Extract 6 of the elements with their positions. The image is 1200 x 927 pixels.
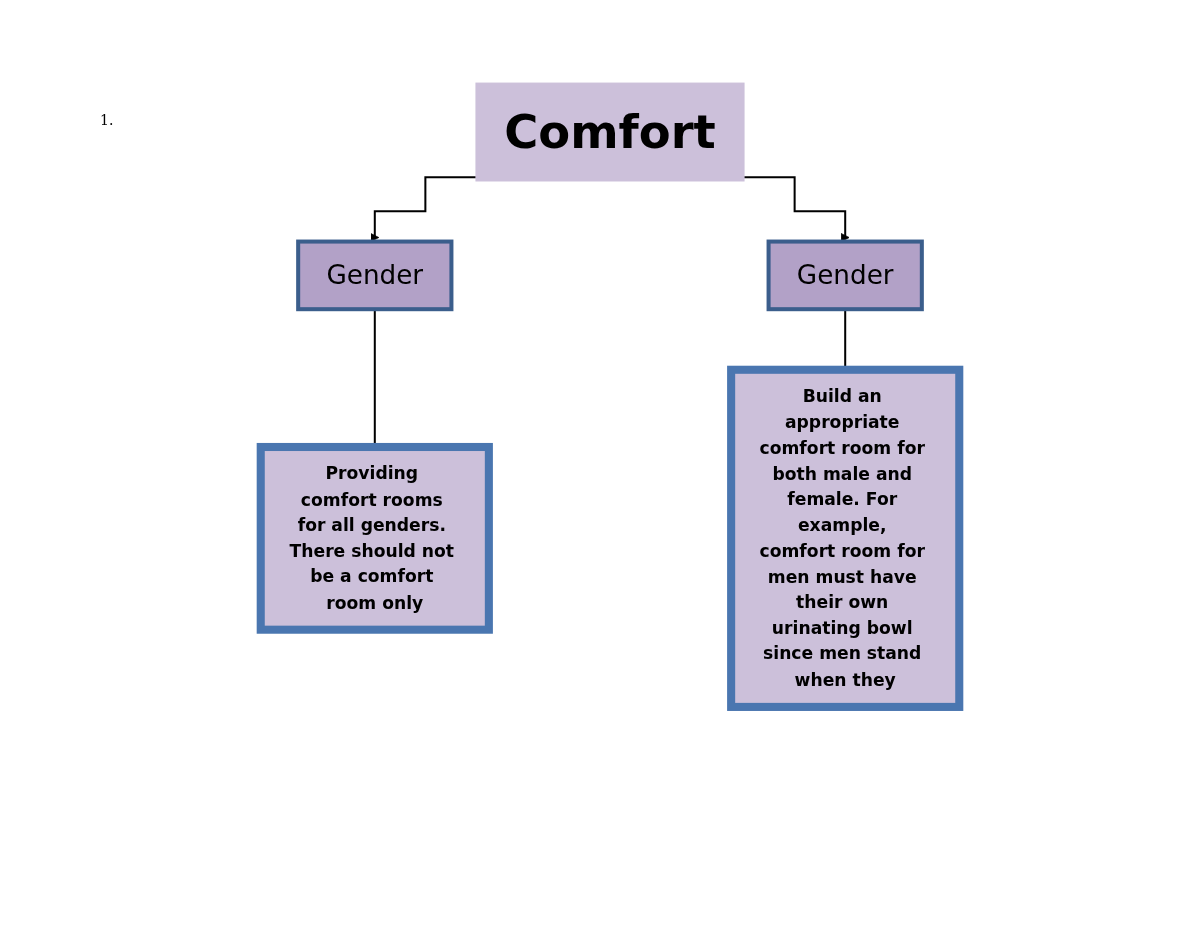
node-box: Build an appropriate comfort room for both male and female. For example, comfort room for men must have their own urinating bowl since men stand when they <box>727 365 964 711</box>
node-box: Gender <box>766 239 924 312</box>
list-number: 1. <box>100 112 114 128</box>
node-box: Gender <box>296 239 454 312</box>
node-box: Providing comfort rooms for all genders. There should not be a comfort room only <box>256 442 493 634</box>
node-box: Comfort <box>475 82 745 182</box>
